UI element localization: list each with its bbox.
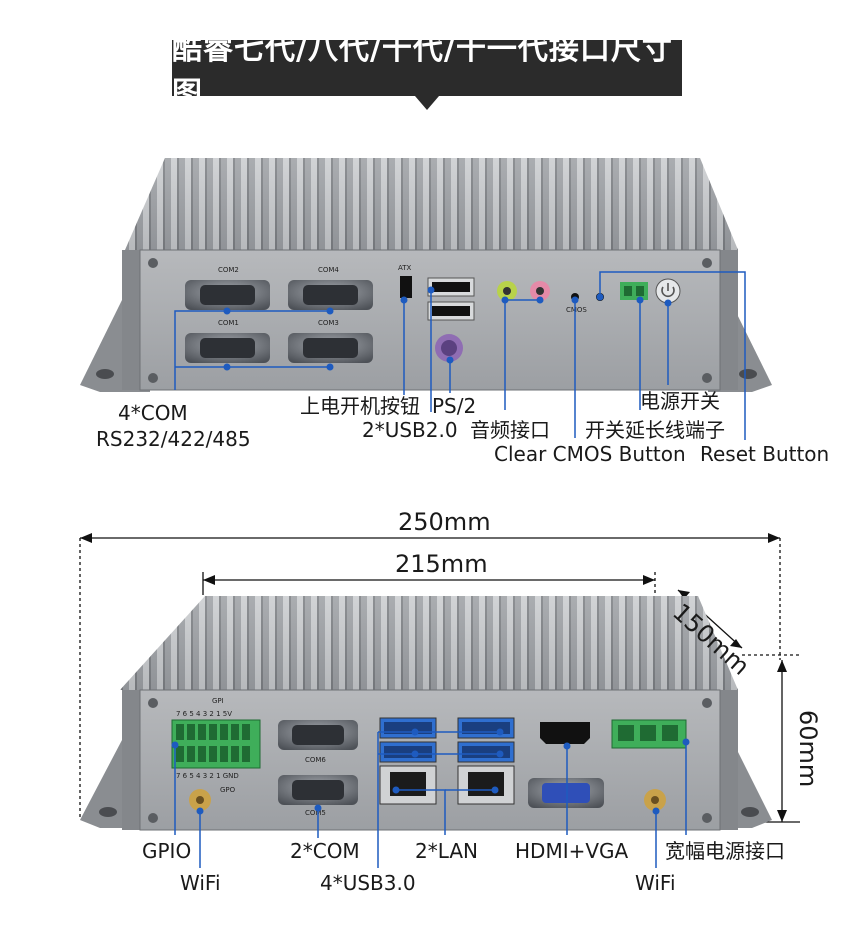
label-video: HDMI+VGA (515, 839, 629, 863)
com4-text: COM4 (318, 266, 339, 274)
label-extension-terminal: 开关延长线端子 (585, 418, 725, 442)
label-usb2: 2*USB2.0 (362, 418, 458, 442)
label-com-back: 2*COM (290, 839, 360, 863)
com1-text: COM1 (218, 319, 239, 327)
cmos-text: CMOS (566, 306, 587, 314)
label-usb3: 4*USB3.0 (320, 871, 416, 895)
label-wifi-left: WiFi (180, 871, 221, 895)
com-ports-front (185, 280, 373, 363)
label-power-switch: 电源开关 (640, 389, 720, 413)
com5-text: COM5 (305, 809, 326, 817)
com3-text: COM3 (318, 319, 339, 327)
title-pointer (415, 96, 439, 110)
atx-text: ATX (398, 264, 412, 272)
label-com-count: 4*COM (118, 401, 188, 425)
gpi-text: GPI (212, 697, 224, 705)
front-unit: COM2 COM4 COM1 COM3 ATX CMOS (80, 158, 772, 440)
label-lan: 2*LAN (415, 839, 478, 863)
label-gpio: GPIO (142, 839, 192, 863)
back-unit: GPI 7 6 5 4 3 2 1 5V 7 6 5 4 3 2 1 GND G… (79, 533, 800, 868)
label-audio: 音频接口 (470, 418, 550, 442)
gpo-pins-text: 7 6 5 4 3 2 1 GND (176, 772, 239, 780)
label-wifi-right: WiFi (635, 871, 676, 895)
com6-text: COM6 (305, 756, 326, 764)
dimension-height: 60mm (794, 710, 822, 788)
com2-text: COM2 (218, 266, 239, 274)
dimension-inner-width: 215mm (395, 550, 488, 578)
dimension-width: 250mm (398, 508, 491, 536)
label-reset: Reset Button (700, 442, 830, 466)
gpo-text: GPO (220, 786, 236, 794)
label-com-standard: RS232/422/485 (96, 427, 251, 451)
label-ps2: PS/2 (432, 394, 477, 418)
label-power-switch-button: 上电开机按钮 (300, 394, 420, 418)
label-dc-power: 宽幅电源接口 (665, 839, 785, 863)
gpi-pins-text: 7 6 5 4 3 2 1 5V (176, 710, 232, 718)
label-clear-cmos: Clear CMOS Button (494, 442, 686, 466)
